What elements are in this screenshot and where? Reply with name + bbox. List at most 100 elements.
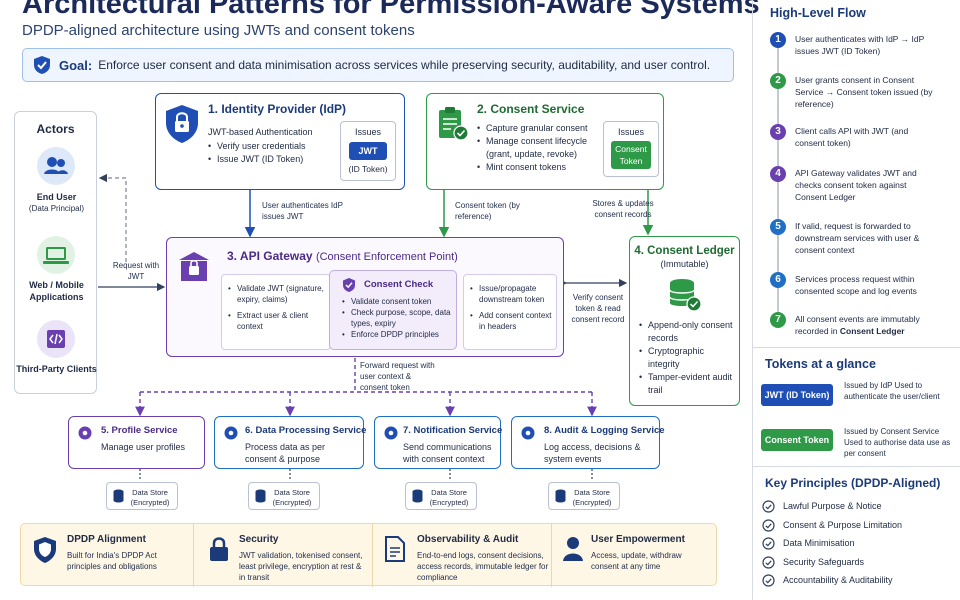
data-store-notification: Data Store (Encrypted) (405, 482, 477, 510)
token-jwt-pill: JWT (ID Token) (761, 384, 833, 406)
service-card-data-processing: 6. Data Processing Service Process data … (214, 416, 366, 469)
consent-check-bullets: Validate consent token Check purpose, sc… (342, 296, 454, 340)
idp-bullet: Issue JWT (ID Token) (208, 153, 306, 166)
consent-ledger-box: 4. Consent Ledger (Immutable) Append-onl… (629, 236, 740, 406)
store-sub: (Encrypted) (429, 498, 469, 507)
connector-layer (98, 173, 654, 480)
edge-label-forward-request: Forward request with user context & cons… (360, 361, 435, 392)
actor-end-user: End User (36, 192, 77, 202)
store-label: Data Store (274, 488, 310, 497)
gear-icon (77, 425, 93, 446)
flow-step-text: If valid, request is forwarded to downst… (795, 220, 940, 256)
ledger-subtitle: (Immutable) (660, 259, 709, 269)
token-jwt-desc: Issued by IdP Used to authenticate the u… (844, 381, 940, 401)
tokens-title: Tokens at a glance (765, 357, 876, 371)
principle-item: Lawful Purpose & Notice (783, 501, 882, 511)
right-column-divider (752, 0, 753, 600)
consent-bullet: Capture granular consent (477, 122, 599, 135)
idp-box: 1. Identity Provider (IdP) JWT-based Aut… (155, 93, 405, 190)
goal-label: Goal: (59, 57, 93, 73)
consent-check-bullet: Validate consent token (342, 296, 454, 307)
principle-item: Accountability & Auditability (783, 575, 893, 585)
idp-bullets: Verify user credentials Issue JWT (ID To… (208, 140, 306, 166)
database-icon (668, 277, 702, 318)
principle-check-icon (762, 574, 775, 587)
principle-check-icon (762, 537, 775, 550)
gear-icon (223, 425, 239, 446)
idp-bullet: Verify user credentials (208, 140, 306, 153)
api-gateway-box: 3. API Gateway (Consent Enforcement Poin… (166, 237, 564, 357)
page-title: Architectural Patterns for Permission-Aw… (22, 0, 760, 20)
store-sub: (Encrypted) (130, 498, 170, 507)
principle-check-icon (762, 518, 775, 532)
consent-check-title: Consent Check (364, 279, 434, 290)
principles-title: Key Principles (DPDP-Aligned) (765, 476, 941, 490)
principle-item: Consent & Purpose Limitation (783, 519, 903, 530)
lock-shield-icon (165, 104, 199, 149)
footer-title: DPDP Alignment (67, 534, 146, 545)
flow-step-text: Services process request within consente… (795, 273, 940, 297)
footer-title: User Empowerment (591, 534, 685, 545)
flow-step-text: Client calls API with JWT (and consent t… (795, 125, 940, 149)
service-title: 5. Profile Service (101, 425, 178, 436)
gateway-building-icon (177, 250, 211, 289)
edge-label-consent-token: Consent token (by reference) (455, 201, 520, 221)
gateway-title-main: 3. API Gateway (227, 249, 313, 263)
ledger-bullets: Append-only consent records Cryptographi… (639, 319, 735, 397)
footer-divider (193, 524, 194, 587)
flow-step-number: 7 (770, 312, 786, 328)
service-desc: Log access, decisions & system events (544, 442, 641, 464)
padlock-icon (209, 536, 229, 567)
consent-bullet: Manage consent lifecycle (grant, update,… (477, 135, 599, 161)
person-icon (563, 536, 583, 567)
gear-icon (383, 425, 399, 446)
gear-icon (520, 425, 536, 446)
db-icon (412, 489, 423, 503)
gateway-right-bullet: Add consent context in headers (470, 310, 552, 332)
page-subtitle: DPDP-aligned architecture using JWTs and… (22, 22, 415, 39)
shield-check-icon (34, 56, 50, 74)
flow-step-text-main: User authenticates with IdP → IdP issues… (795, 34, 925, 56)
footer-title: Observability & Audit (417, 534, 519, 545)
gateway-title: 3. API Gateway (Consent Enforcement Poin… (227, 249, 458, 263)
flow-step-number: 3 (770, 124, 786, 140)
flow-step-number: 6 (770, 272, 786, 288)
gateway-right-bullet: Issue/propagate downstream token (470, 283, 552, 305)
data-store-audit: Data Store (Encrypted) (548, 482, 620, 510)
flow-step-text-main: User grants consent in Consent Service →… (795, 75, 933, 109)
consent-check-shield-icon (342, 277, 356, 298)
token-consent-pill: Consent Token (761, 429, 833, 451)
consent-check-bullet: Check purpose, scope, data types, expiry (342, 307, 454, 329)
flow-step-text: API Gateway validates JWT and checks con… (795, 167, 940, 203)
flow-step-number: 4 (770, 166, 786, 182)
flow-step-text-main: API Gateway validates JWT and checks con… (795, 168, 917, 202)
actors-panel: Actors End User (Data Principal) Web / M… (14, 111, 97, 394)
idp-subtitle: JWT-based Authentication (208, 127, 313, 137)
actor-web-mobile: Web / Mobile Applications (29, 280, 84, 302)
consent-issues-label: Issues (617, 127, 644, 137)
consent-bullet: Mint consent tokens (477, 161, 599, 174)
consent-title: 2. Consent Service (477, 102, 585, 116)
jwt-pill: JWT (349, 142, 387, 160)
principle-item: Data Minimisation (783, 538, 855, 548)
store-label: Data Store (574, 488, 610, 497)
db-icon (113, 489, 124, 503)
flow-step-text: User grants consent in Consent Service →… (795, 74, 940, 110)
goal-banner: Goal: Enforce user consent and data mini… (22, 48, 734, 82)
clipboard-check-icon (437, 106, 469, 147)
gateway-downstream-panel: Issue/propagate downstream token Add con… (463, 274, 557, 350)
code-icon (37, 320, 75, 358)
footer-desc: Built for India's DPDP Act principles an… (67, 551, 157, 571)
service-card-audit: 8. Audit & Logging Service Log access, d… (511, 416, 665, 469)
principle-item: Security Safeguards (783, 556, 865, 567)
flow-step-text: All consent events are immutably recorde… (795, 313, 940, 337)
flow-step-text: User authenticates with IdP → IdP issues… (795, 33, 940, 57)
actor-third-party: Third-Party Clients (16, 364, 97, 374)
db-icon (255, 489, 266, 503)
footer-divider (551, 524, 552, 587)
data-store-processing: Data Store (Encrypted) (248, 482, 320, 510)
footer-title: Security (239, 534, 279, 545)
idp-token-caption: (ID Token) (348, 164, 388, 174)
store-sub: (Encrypted) (572, 498, 612, 507)
gateway-left-bullet: Validate JWT (signature, expiry, claims) (228, 283, 326, 305)
